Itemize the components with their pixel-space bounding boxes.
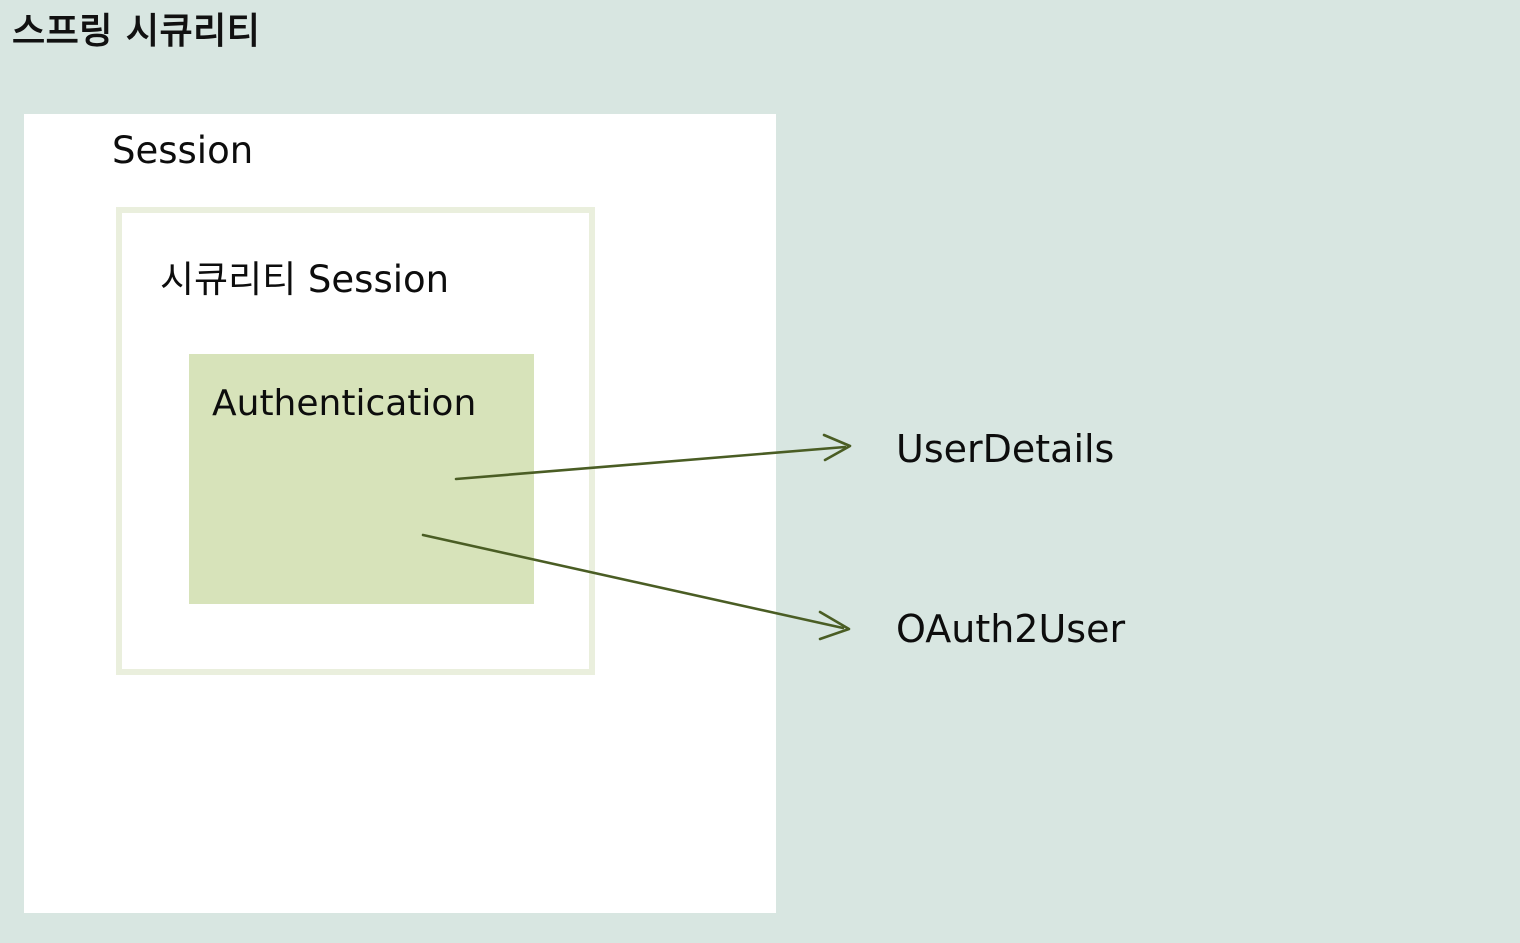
page-title: 스프링 시큐리티	[12, 11, 261, 52]
arrowhead-icon	[822, 433, 852, 462]
security-session-box-label: 시큐리티 Session	[160, 258, 450, 301]
authentication-box-label: Authentication	[212, 383, 477, 424]
session-box-label: Session	[112, 129, 254, 172]
label-oauth2user: OAuth2User	[896, 607, 1126, 651]
arrowhead-icon	[818, 610, 851, 641]
label-userdetails: UserDetails	[896, 427, 1115, 471]
